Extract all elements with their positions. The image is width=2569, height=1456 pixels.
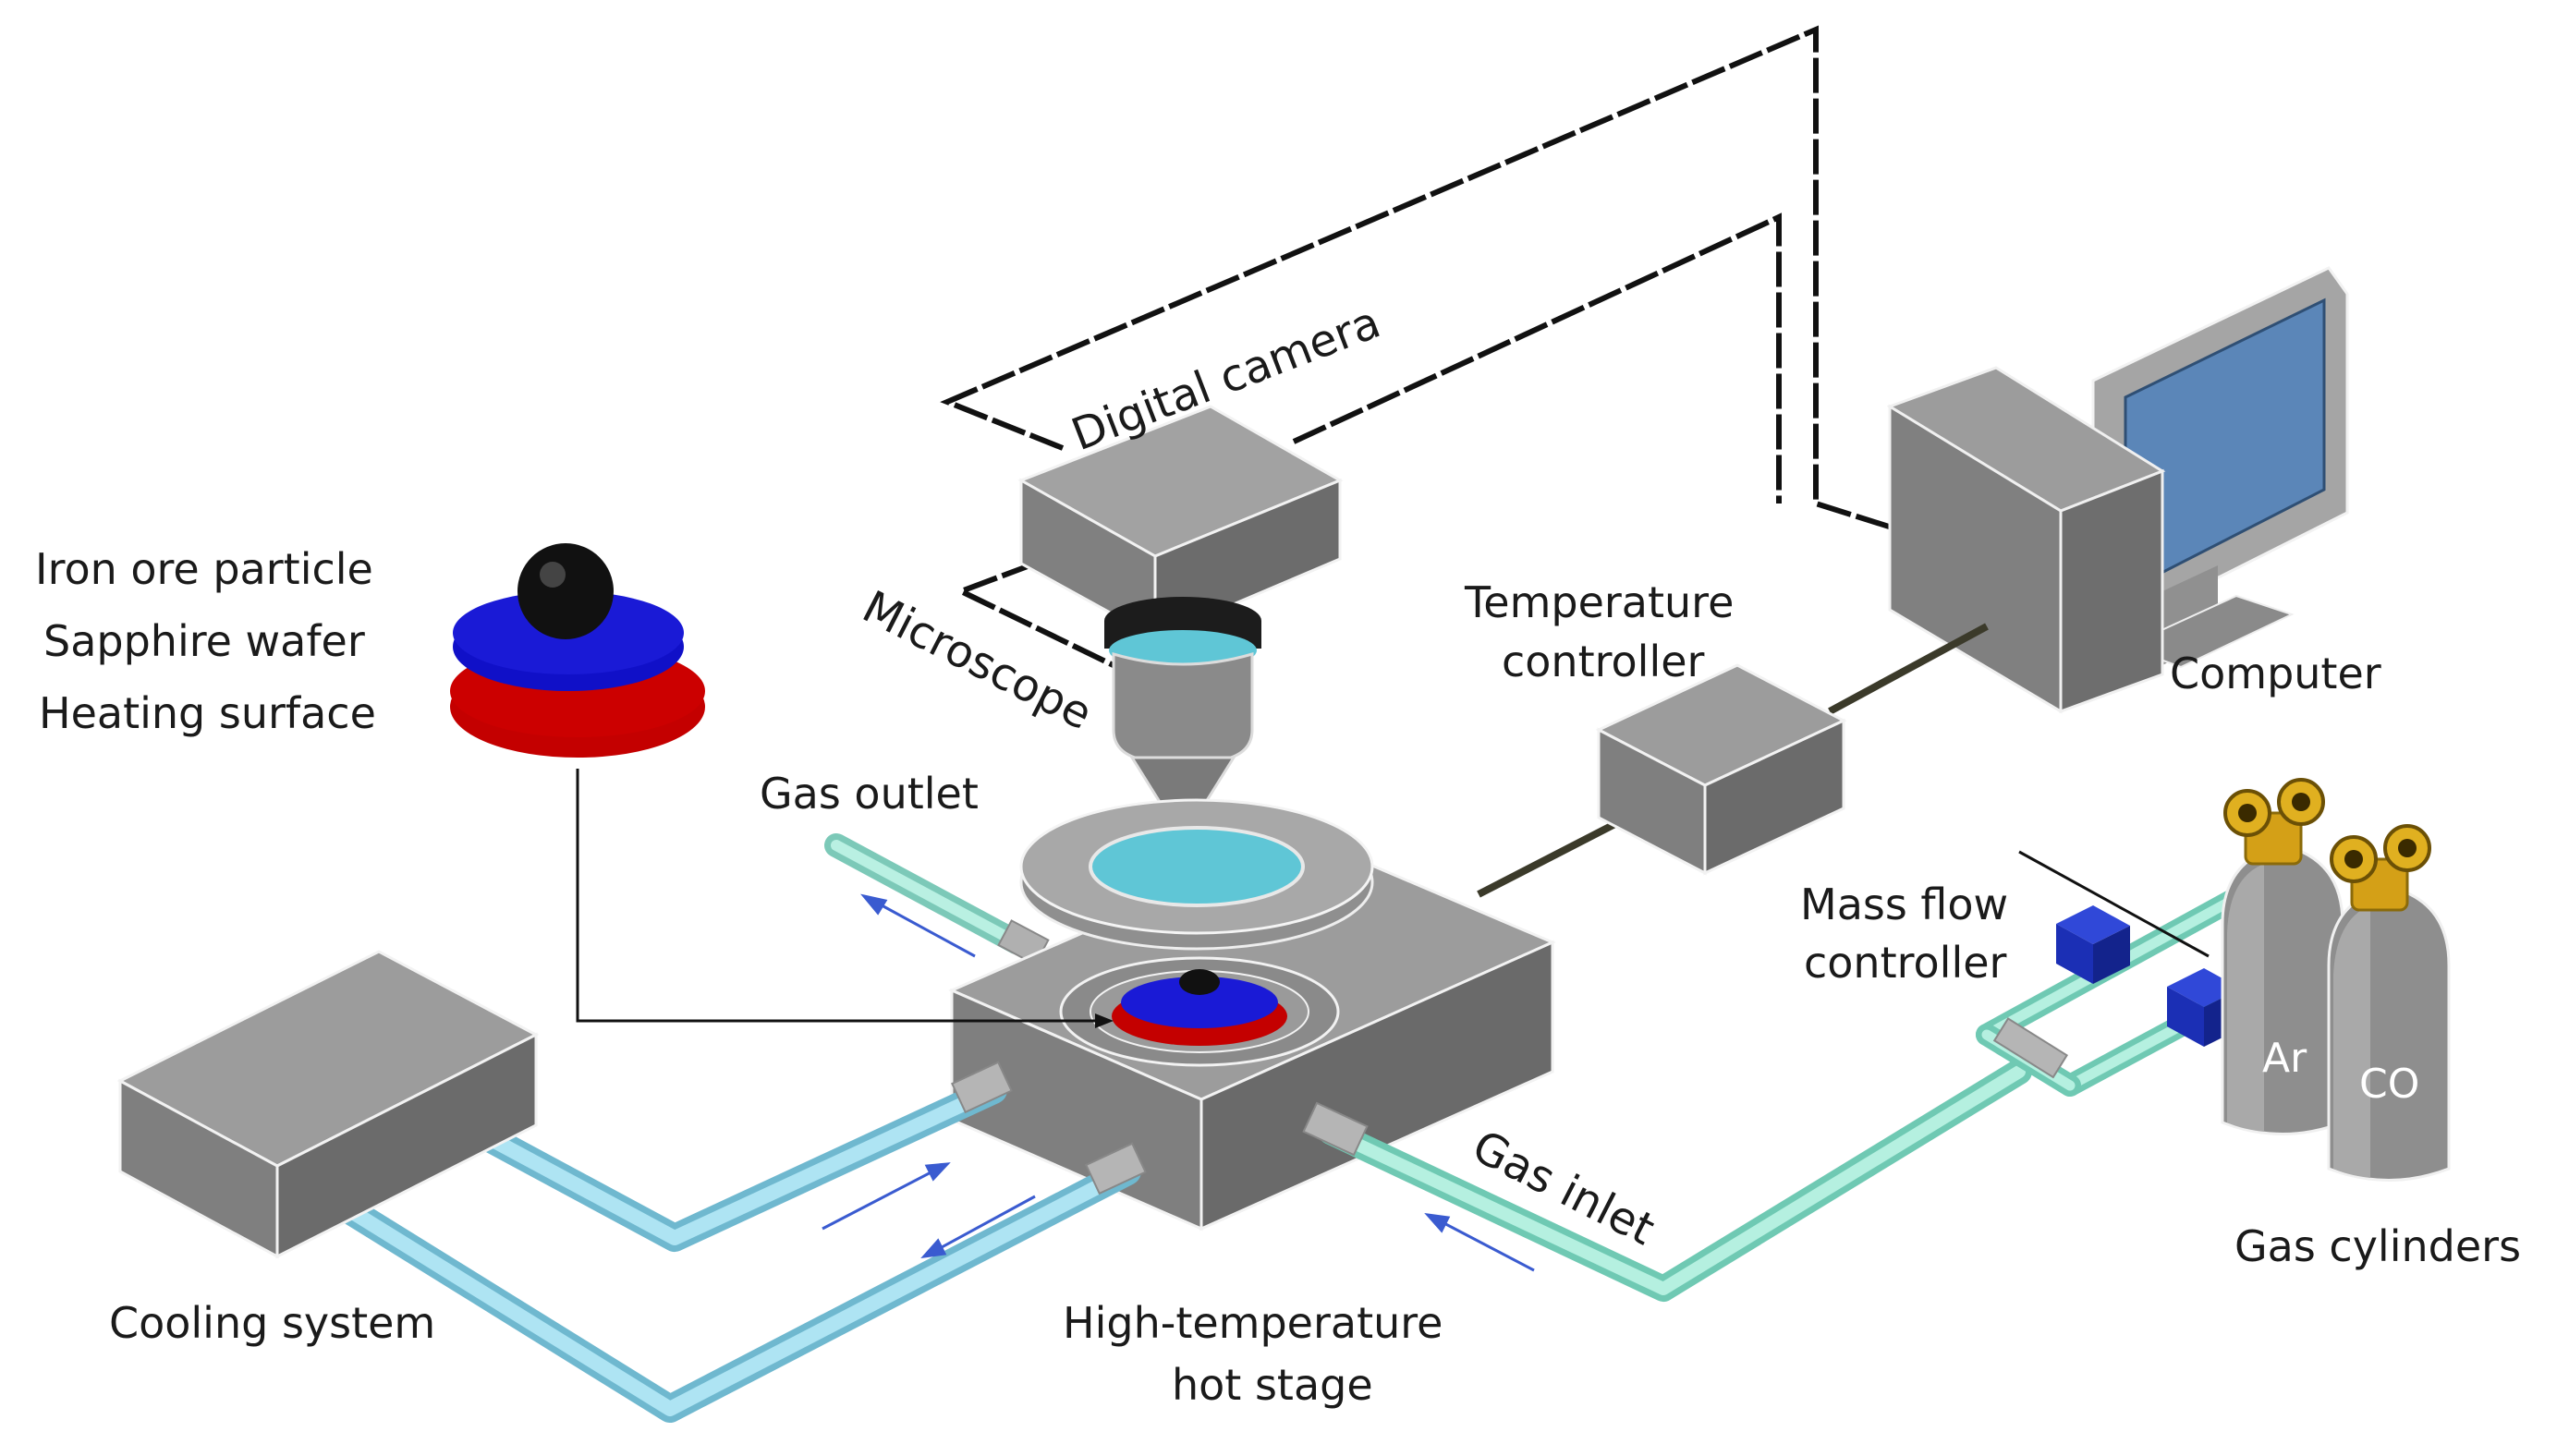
cooling-side [275,1032,538,1259]
cooling-pipes [291,1076,1141,1423]
cylinder-ar-label: Ar [2262,1035,2307,1082]
cooling-connector-upper [951,1061,1013,1114]
camera-cable-upper [940,25,1905,534]
microscope-cable [954,561,1125,673]
label-temperature-controller-line2: controller [1502,637,1705,686]
stage-viewing-window [1089,826,1305,907]
microscope [1104,597,1261,809]
controller-to-computer-cable [1828,623,1989,715]
cooling-flow-arrows [822,1162,1036,1259]
hot-stage [948,798,1556,1232]
cooling-connector-lower [1085,1142,1147,1195]
gas-outlet-pipe [824,833,1050,966]
label-temperature-controller-line1: Temperature [1464,577,1734,627]
gas-outlet-arrow [860,893,976,958]
manifold-tee [1992,1017,2069,1079]
mfc-ar [2056,905,2130,984]
sample-callout-arrowhead [1095,1013,1114,1028]
objective-body [1112,651,1254,761]
stage-particle [1179,969,1220,995]
inset-iron-ore-particle [517,543,614,639]
signal-cables [940,25,1905,673]
gas-cylinders: Ar CO [2221,778,2451,1182]
cylinder-ar [2221,843,2344,1135]
label-heating-surface: Heating surface [39,688,376,738]
label-iron-ore-particle: Iron ore particle [35,544,373,594]
tc-side [1703,718,1845,876]
cooling-pipe-upper [441,1083,1001,1245]
label-cooling-system: Cooling system [109,1298,435,1348]
label-computer: Computer [2170,649,2381,698]
digital-camera [1017,405,1344,640]
gas-inlet-connector [1302,1101,1369,1157]
regulator-co [2330,824,2431,912]
label-mass-flow-controller-line1: Mass flow [1800,880,2008,929]
cylinder-co-label: CO [2359,1061,2419,1108]
label-hot-stage-line2: hot stage [1172,1360,1373,1410]
cylinder-co [2327,885,2451,1182]
regulator-ar [2223,778,2325,866]
inset-particle-highlight [540,562,566,588]
stage-sapphire-wafer [1121,977,1278,1028]
label-mass-flow-controller-line2: controller [1804,938,2007,988]
mfc-signal-line [2018,850,2210,958]
sample-callout-line [576,769,1109,1023]
computer [1886,266,2349,714]
temperature-controller [1595,663,1847,876]
label-gas-cylinders: Gas cylinders [2234,1221,2521,1271]
tower-side [2059,468,2164,714]
cooling-pipe-lower [298,1164,1135,1416]
label-microscope: Microscope [855,581,1101,740]
label-sapphire-wafer: Sapphire wafer [43,616,365,666]
label-gas-outlet: Gas outlet [760,769,979,819]
stage-side [1199,940,1554,1232]
mass-flow-controllers [2018,850,2241,1047]
gas-inlet-arrow [1424,1212,1535,1272]
camera-cable-lower [1292,212,1782,504]
cooling-system [116,950,540,1259]
gas-inlet-pipe [1324,1065,2026,1295]
sample-inset [450,543,705,758]
label-hot-stage-line1: High-temperature [1063,1298,1443,1348]
